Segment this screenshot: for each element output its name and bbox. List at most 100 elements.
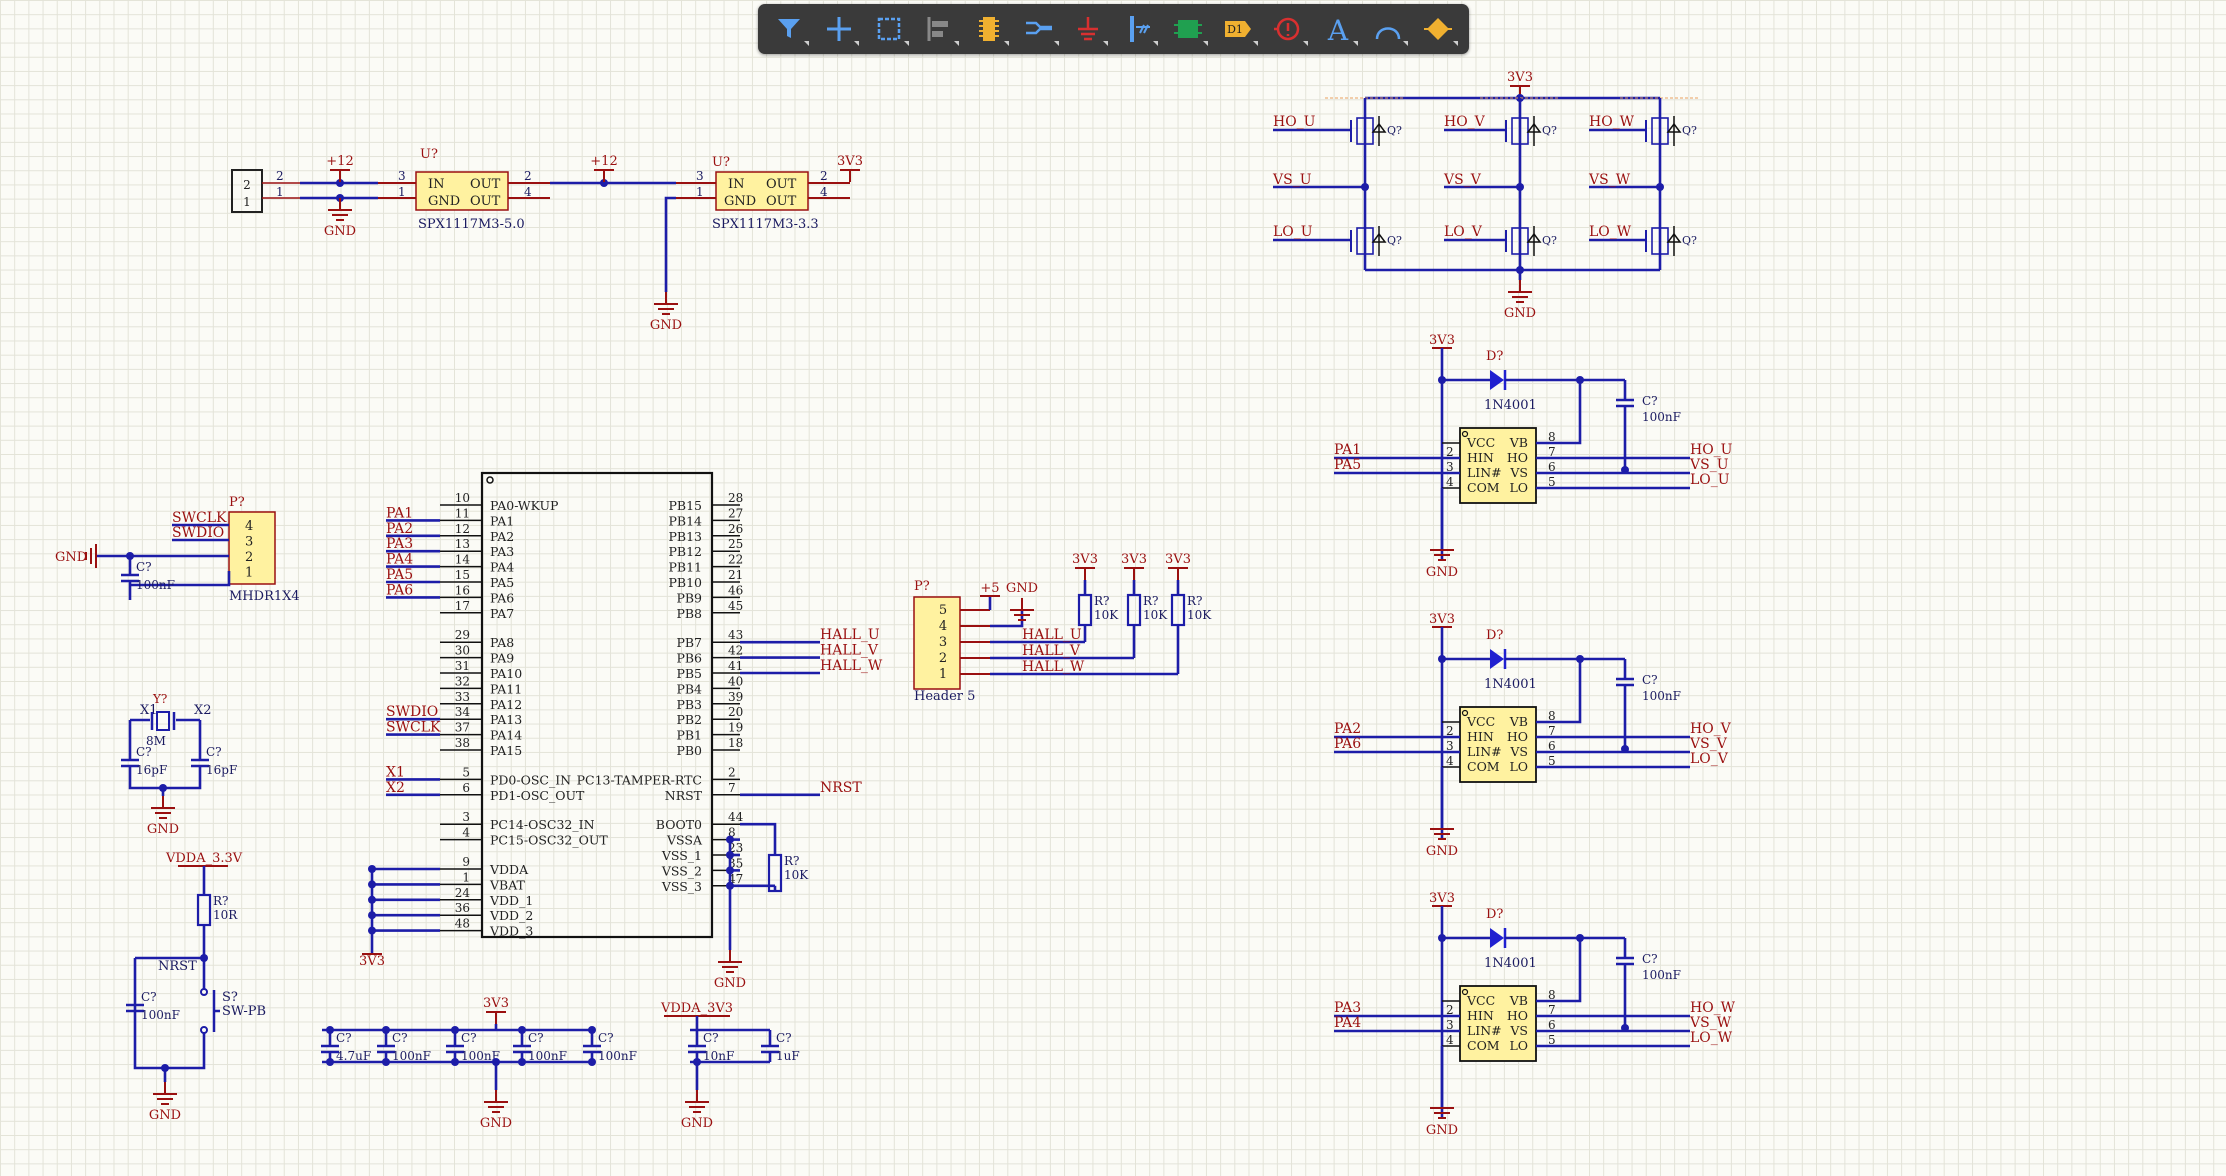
ic-pin-name[interactable]: COM xyxy=(1467,480,1500,495)
mcu-pin-number[interactable]: 26 xyxy=(728,522,743,536)
mcu-pin-number[interactable]: 28 xyxy=(728,491,743,505)
net-label-hall-u[interactable]: HALL_U xyxy=(1022,627,1082,643)
mcu-pin-number[interactable]: 38 xyxy=(455,736,470,750)
mcu-pin-number[interactable]: 44 xyxy=(728,810,744,824)
hall-pin-number[interactable]: 4 xyxy=(939,619,947,634)
mcu-pin-number[interactable]: 39 xyxy=(728,690,743,704)
mcu-pin-number[interactable]: 24 xyxy=(455,886,471,900)
gate-driver-ic-component[interactable] xyxy=(1459,427,1537,504)
mcu-pin-number[interactable]: 36 xyxy=(455,901,470,915)
select-rect-tool-button[interactable] xyxy=(866,8,912,50)
pin-number[interactable]: 4 xyxy=(820,185,828,199)
junction[interactable] xyxy=(382,1026,390,1034)
mcu-pin-number[interactable]: 43 xyxy=(728,628,743,642)
mcu-pin-name[interactable]: PA6 xyxy=(490,590,514,605)
junction[interactable] xyxy=(368,880,376,889)
swd-header-component[interactable] xyxy=(228,511,276,585)
pin-number[interactable]: 3 xyxy=(398,169,406,183)
net-label-ho_w[interactable]: HO_W xyxy=(1589,114,1635,130)
ic-pin-number[interactable]: 5 xyxy=(1548,754,1556,768)
net-label-x2[interactable]: X2 xyxy=(194,703,212,718)
mcu-pin-number[interactable]: 41 xyxy=(728,659,743,673)
net-label-pa6[interactable]: PA6 xyxy=(386,582,413,598)
mcu-pin-name[interactable]: PC15-OSC32_OUT xyxy=(490,833,608,848)
junction[interactable] xyxy=(368,926,376,935)
mcu-pin-name[interactable]: PC14-OSC32_IN xyxy=(490,817,595,832)
mcu-pin-name[interactable]: PA4 xyxy=(490,560,514,575)
ic-pin-name[interactable]: VS xyxy=(1509,744,1528,759)
junction[interactable] xyxy=(368,865,376,873)
mcu-pin-name[interactable]: PB13 xyxy=(668,529,702,544)
mcu-pin-name[interactable]: VSS_3 xyxy=(661,879,702,894)
junction[interactable] xyxy=(518,1058,526,1066)
net-label-ho_u[interactable]: HO_U xyxy=(1690,442,1733,458)
ic-pin-number[interactable]: 3 xyxy=(1446,739,1454,753)
mcu-pin-number[interactable]: 22 xyxy=(728,553,743,567)
pin-name[interactable]: IN xyxy=(428,177,445,192)
net-label-vs_v[interactable]: VS_V xyxy=(1689,736,1728,752)
mcu-pin-name[interactable]: PA2 xyxy=(490,529,514,544)
text-tool-button[interactable]: A xyxy=(1315,8,1361,50)
ic-pin-name[interactable]: COM xyxy=(1467,1038,1500,1053)
ic-pin-number[interactable]: 7 xyxy=(1548,1003,1556,1017)
mcu-pin-name[interactable]: PA1 xyxy=(490,513,514,528)
directive-tool-button[interactable] xyxy=(1265,8,1311,50)
mcu-pin-number[interactable]: 20 xyxy=(728,705,743,719)
mcu-pin-name[interactable]: PA7 xyxy=(490,606,514,621)
junction[interactable] xyxy=(336,179,344,187)
net-label-hall-v[interactable]: HALL_V xyxy=(1022,643,1081,659)
shape-tool-button[interactable] xyxy=(1415,8,1461,50)
junction[interactable] xyxy=(451,1058,459,1066)
mcu-pin-number[interactable]: 33 xyxy=(455,690,470,704)
mcu-pin-name[interactable]: PA11 xyxy=(490,681,522,696)
mcu-pin-name[interactable]: PA15 xyxy=(490,743,522,758)
net-label-swdio[interactable]: SWDIO xyxy=(172,525,224,541)
junction[interactable] xyxy=(588,1026,596,1034)
arc-tool-button[interactable] xyxy=(1365,8,1411,50)
mcu-pin-number[interactable]: 18 xyxy=(728,736,743,750)
mcu-pin-name[interactable]: BOOT0 xyxy=(656,817,702,832)
ic-pin-name[interactable]: VB xyxy=(1509,993,1528,1008)
mcu-pin-name[interactable]: VBAT xyxy=(489,877,526,892)
ic-pin-number[interactable]: 7 xyxy=(1548,724,1556,738)
hall-pin-number[interactable]: 5 xyxy=(939,603,947,618)
net-label-pa1[interactable]: PA1 xyxy=(1334,442,1361,458)
ic-pin-number[interactable]: 7 xyxy=(1548,445,1556,459)
gate-driver-ic-component[interactable] xyxy=(1459,706,1537,783)
mcu-pin-name[interactable]: PB0 xyxy=(676,743,702,758)
ic-pin-number[interactable]: 8 xyxy=(1548,430,1556,444)
ic-pin1-marker[interactable] xyxy=(1461,430,1469,438)
mcu-pin-number[interactable]: 15 xyxy=(455,568,470,582)
mcu-pin-name[interactable]: PB3 xyxy=(676,697,702,712)
align-tool-button[interactable] xyxy=(916,8,962,50)
net-label-x1[interactable]: X1 xyxy=(386,764,405,780)
net-label-pa1[interactable]: PA1 xyxy=(386,505,413,521)
net-label-lo_w[interactable]: LO_W xyxy=(1589,224,1632,240)
ic-pin-number[interactable]: 2 xyxy=(1446,1003,1454,1017)
pin-name[interactable]: GND xyxy=(724,194,756,209)
ic-pin-number[interactable]: 3 xyxy=(1446,460,1454,474)
mcu-pin-number[interactable]: 34 xyxy=(455,705,471,719)
crystal-component[interactable] xyxy=(156,711,170,731)
swd-pin-number[interactable]: 4 xyxy=(245,519,253,534)
net-label-lo_u[interactable]: LO_U xyxy=(1273,224,1313,240)
ic-pin-number[interactable]: 2 xyxy=(1446,724,1454,738)
net-label-lo_v[interactable]: LO_V xyxy=(1690,751,1729,767)
pin-name[interactable]: OUT xyxy=(766,177,797,192)
mcu-pin-name[interactable]: PC13-TAMPER-RTC xyxy=(577,772,702,787)
net-label-hall_v[interactable]: HALL_V xyxy=(820,643,879,659)
swd-pin-number[interactable]: 1 xyxy=(245,566,253,581)
ic-pin-name[interactable]: LIN# xyxy=(1467,744,1502,759)
net-label-pa2[interactable]: PA2 xyxy=(386,521,413,537)
mcu-pin-name[interactable]: PB11 xyxy=(668,560,702,575)
ic-pin-name[interactable]: VB xyxy=(1509,714,1528,729)
ic-pin-number[interactable]: 5 xyxy=(1548,1033,1556,1047)
component-tool-button[interactable] xyxy=(966,8,1012,50)
net-label-pa5[interactable]: PA5 xyxy=(1334,457,1361,473)
mcu-pin1-marker[interactable] xyxy=(486,476,494,484)
mcu-pin-number[interactable]: 27 xyxy=(728,506,743,520)
mcu-pin-name[interactable]: VDDA xyxy=(489,862,529,877)
mcu-pin-number[interactable]: 32 xyxy=(455,674,470,688)
